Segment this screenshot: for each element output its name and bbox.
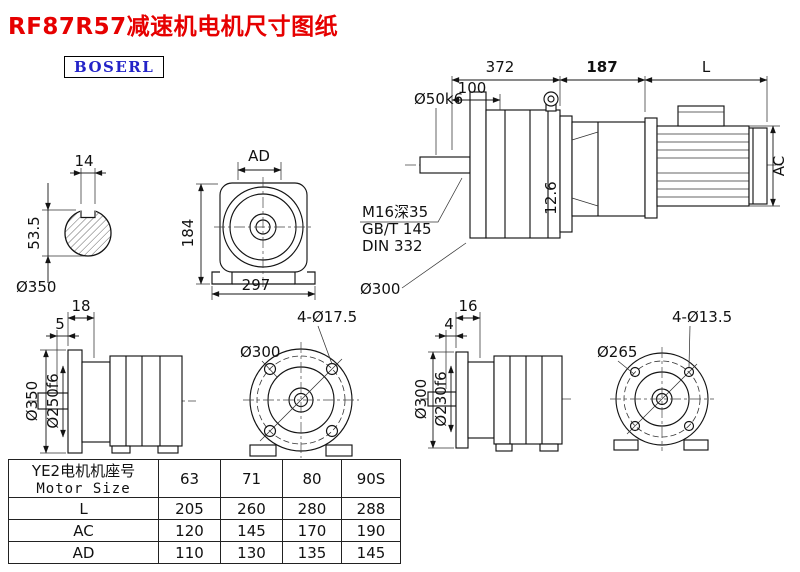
header-motor-size: YE2电机机座号 Motor Size	[8, 459, 159, 498]
output-flange-view: 4-Ø17.5 Ø300	[240, 308, 359, 458]
assembly-side-view: 372 187 L 100 Ø50k6 M16深35 GB/T 145 DIN …	[360, 58, 788, 298]
table-cell: 288	[341, 497, 401, 520]
row-label-AC: AC	[8, 519, 159, 542]
dim-16: 16	[458, 297, 477, 315]
table-cell: 190	[341, 519, 401, 542]
table-row-L: L 205 260 280 288	[8, 497, 401, 520]
bolt-hole	[263, 424, 277, 438]
bolt-hole	[683, 420, 695, 432]
technical-drawing: 14 53.5 Ø350 AD 184 297	[16, 58, 788, 458]
fan-cover	[748, 127, 768, 205]
dim-ad: AD	[248, 147, 270, 165]
size-column-71: 71	[220, 459, 283, 498]
bolt-hole	[263, 362, 277, 376]
output-flange	[67, 349, 83, 454]
dim-ac: AC	[770, 156, 788, 176]
page-title: RF87R57减速机电机尺寸图纸	[8, 14, 339, 40]
keyway-notch	[80, 210, 96, 219]
motor-flange-view: 4-Ø13.5 Ø265	[597, 308, 732, 451]
label-motor-flange-dia: Ø265	[597, 343, 637, 361]
note-din-standard: DIN 332	[362, 237, 423, 255]
dim-297: 297	[242, 276, 271, 294]
dim-100: 100	[458, 79, 487, 97]
gearbox-front-view: AD 184 297	[179, 147, 316, 300]
left-foot	[211, 271, 233, 285]
label-output-flange-od: Ø350	[23, 381, 41, 421]
bolt-hole	[683, 366, 695, 378]
row-label-AD: AD	[8, 541, 159, 564]
label-motor-spigot: Ø230f6	[432, 371, 450, 426]
table-cell: 120	[158, 519, 221, 542]
dim-4: 4	[444, 315, 454, 333]
bolt-hole	[325, 424, 339, 438]
row-label-L: L	[8, 497, 159, 520]
label-motor-flange-od: Ø300	[412, 379, 430, 419]
input-flange	[469, 91, 487, 239]
table-row-AD: AD 110 130 135 145	[8, 541, 401, 564]
header-en: Motor Size	[36, 481, 131, 497]
table-cell: 205	[158, 497, 221, 520]
table-header-row: YE2电机机座号 Motor Size 63 71 80 90S	[8, 459, 401, 498]
right-foot	[294, 271, 316, 285]
table-cell: 280	[282, 497, 342, 520]
table-cell: 170	[282, 519, 342, 542]
motor-size-table: YE2电机机座号 Motor Size 63 71 80 90S L 205 2…	[8, 459, 401, 564]
housing-outline	[219, 182, 308, 273]
brand-logo: BOSERL	[64, 56, 165, 78]
bolt-hole	[629, 420, 641, 432]
table-cell: 130	[220, 541, 283, 564]
label-shaft-section-dia: Ø350	[16, 278, 56, 296]
label-output-bolt-holes: 4-Ø17.5	[297, 308, 357, 326]
output-side-view: 18 5 Ø350 Ø250f6	[23, 297, 196, 454]
dim-5: 5	[55, 315, 65, 333]
size-column-80: 80	[282, 459, 342, 498]
dim-372: 372	[486, 58, 515, 76]
input-shaft	[419, 156, 471, 174]
dim-key-width: 14	[74, 152, 93, 170]
label-output-flange-dia: Ø300	[240, 343, 280, 361]
dim-12-6: 12.6	[542, 181, 560, 214]
table-cell: 260	[220, 497, 283, 520]
dim-187: 187	[586, 58, 617, 76]
note-tap-hole: M16深35	[362, 203, 428, 221]
label-shaft-dia: Ø50k6	[414, 90, 463, 108]
size-column-90s: 90S	[341, 459, 401, 498]
motor-body	[644, 105, 768, 219]
dim-L: L	[702, 58, 711, 76]
bolt-hole	[629, 366, 641, 378]
table-cell: 135	[282, 541, 342, 564]
adapter-housing	[559, 115, 646, 233]
dim-184: 184	[179, 219, 197, 248]
label-flange-dia: Ø300	[360, 280, 400, 298]
size-column-63: 63	[158, 459, 221, 498]
label-output-spigot: Ø250f6	[44, 373, 62, 428]
table-cell: 145	[220, 519, 283, 542]
note-gb-standard: GB/T 145	[362, 220, 432, 238]
motor-flange	[644, 117, 658, 219]
table-row-AC: AC 120 145 170 190	[8, 519, 401, 542]
label-motor-bolt-holes: 4-Ø13.5	[672, 308, 732, 326]
dim-18: 18	[71, 297, 90, 315]
eyebolt-icon	[543, 91, 559, 112]
terminal-box	[677, 105, 725, 127]
shaft-section-view: 14 53.5 Ø350	[16, 152, 112, 296]
dim-section-height: 53.5	[25, 216, 43, 249]
gearbox-body	[485, 109, 561, 239]
motor-mount-flange	[455, 351, 469, 449]
motor-side-view: 16 4 Ø300 Ø230f6	[412, 297, 572, 452]
header-cn: YE2电机机座号	[31, 462, 136, 480]
table-cell: 145	[341, 541, 401, 564]
table-cell: 110	[158, 541, 221, 564]
